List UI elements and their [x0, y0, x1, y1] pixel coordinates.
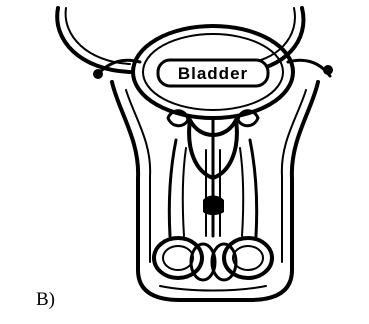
- right-pelvic-wall: [250, 82, 318, 300]
- right-ureter-end: [323, 65, 333, 75]
- left-ureter-end: [93, 69, 103, 79]
- bladder-label: Bladder: [178, 64, 248, 83]
- left-duct-outer: [169, 140, 176, 236]
- base-line: [160, 286, 266, 291]
- panel-label: B): [36, 290, 55, 309]
- left-duct-inner: [183, 148, 186, 236]
- bladder: Bladder: [133, 26, 293, 118]
- central-junction: [203, 196, 224, 216]
- right-duct-inner: [240, 148, 243, 236]
- right-duct-outer: [250, 140, 257, 236]
- right-gland: [224, 238, 272, 278]
- left-gland: [154, 238, 202, 278]
